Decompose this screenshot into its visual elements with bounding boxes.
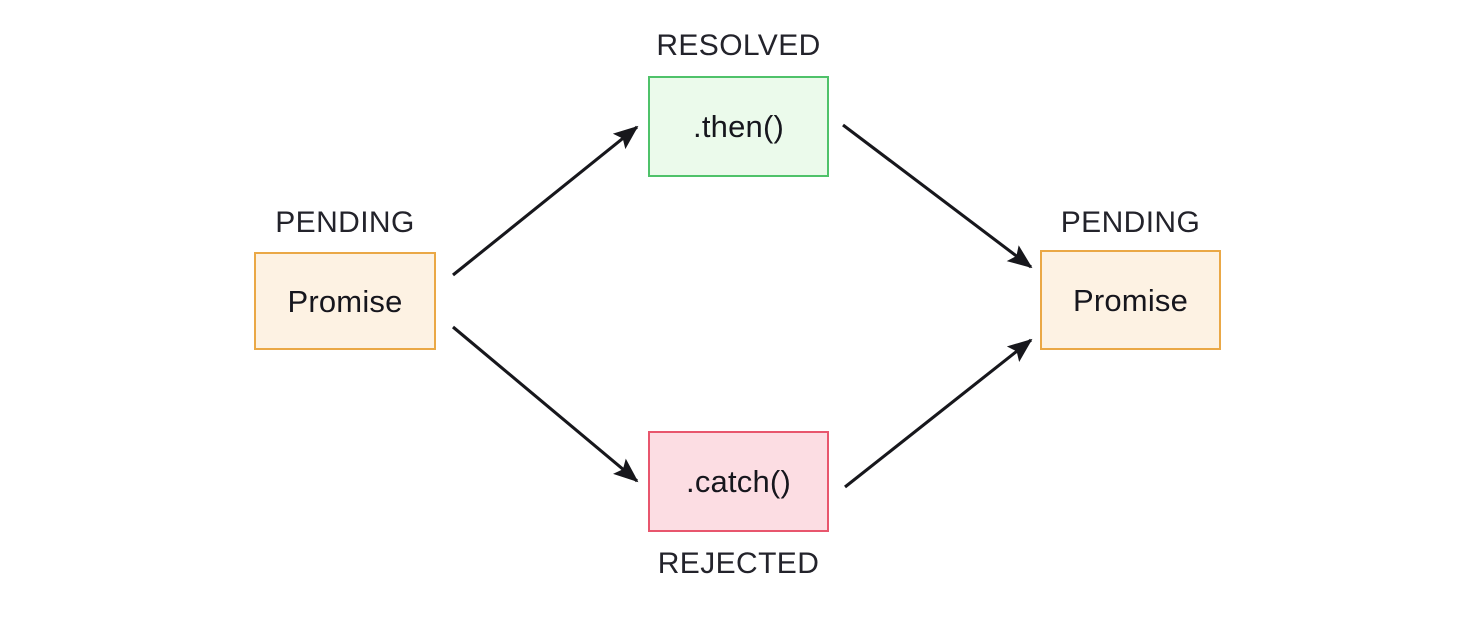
state-label-pending-left: PENDING (275, 206, 415, 239)
state-label-pending-right: PENDING (1060, 206, 1201, 239)
node-promise-pending-left[interactable]: Promise (254, 252, 436, 350)
state-label-rejected: REJECTED (657, 547, 820, 580)
edge-rejected-to-pending (844, 338, 1033, 489)
node-catch[interactable]: .catch() (648, 431, 829, 532)
node-promise-pending-right[interactable]: Promise (1040, 250, 1221, 350)
edge-pending-to-rejected (452, 325, 639, 483)
edge-pending-to-resolved (452, 125, 639, 277)
state-label-resolved: RESOLVED (656, 29, 821, 62)
node-then[interactable]: .then() (648, 76, 829, 177)
edge-resolved-to-pending (842, 123, 1033, 269)
